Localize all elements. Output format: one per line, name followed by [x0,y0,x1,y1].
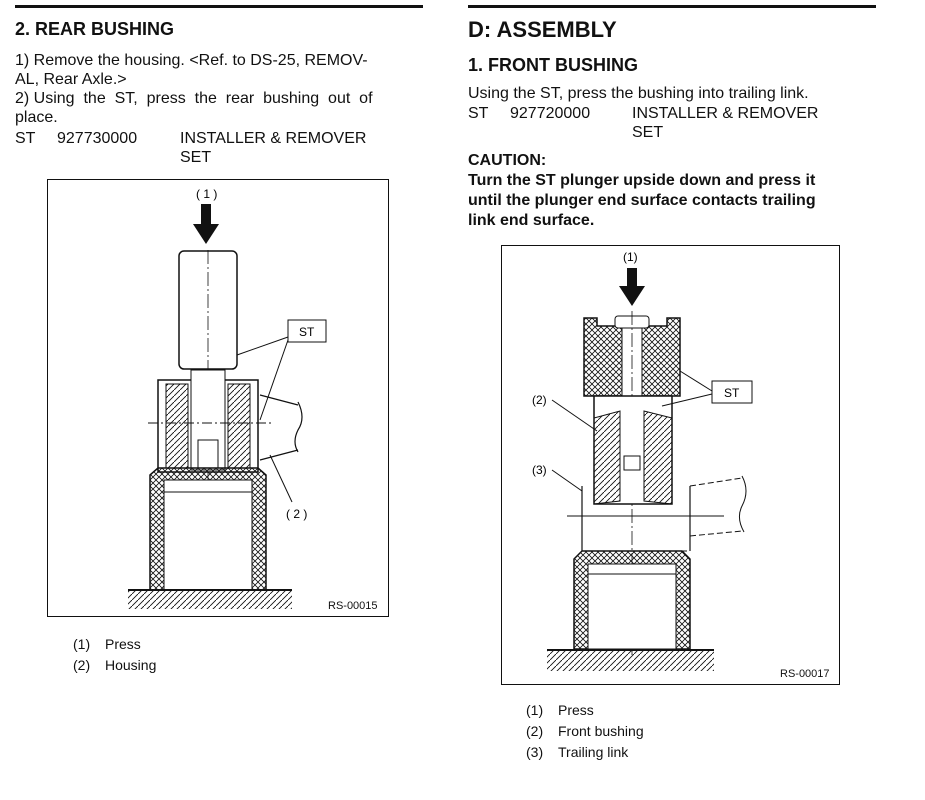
callout-st-box [711,380,753,404]
st-label: ST [468,105,489,122]
figure-front-bushing: (1) ST (2) (3) RS-00017 [501,245,840,685]
st-description: INSTALLER & REMOVER [180,130,367,147]
top-rule-right [468,5,876,8]
st-description: INSTALLER & REMOVER [632,105,819,122]
step1-line1: 1) Remove the housing. <Ref. to DS-25, R… [15,52,368,69]
top-rule-left [15,5,423,8]
callout-st: ST [299,325,315,339]
st-description-line2: SET [632,124,664,141]
legend-item: (1)Press [73,636,141,652]
st-number: 927720000 [510,105,591,122]
step2-line1: 2) Using the ST, press the rear bushing … [15,90,373,107]
caution-title: CAUTION: [468,152,547,169]
figure-rear-bushing: ( 1 ) ST ( 2 ) RS-00015 [47,179,389,617]
callout-housing: ( 2 ) [286,507,307,521]
front-bushing-heading: 1. FRONT BUSHING [468,55,639,75]
front-bushing [593,410,621,505]
legend-right: (1)Press (2)Front bushing (3)Trailing li… [526,700,746,763]
caution-line3: link end surface. [468,212,595,229]
callout-trailing-link: (3) [532,463,547,477]
caution-line1: Turn the ST plunger upside down and pres… [468,172,816,189]
figure-id-right: RS-00017 [780,668,830,680]
st-spec-left: ST 927730000 INSTALLER & REMOVER SET [15,129,415,169]
legend-item: (1)Press [526,702,594,718]
st-number: 927730000 [57,130,138,147]
step1-line2: AL, Rear Axle.> [15,71,127,88]
front-bushing-diagram: (1) ST (2) (3) [532,250,753,671]
step2-line2: place. [15,109,58,126]
callout-front-bushing: (2) [532,393,547,407]
caution-line2: until the plunger end surface contacts t… [468,192,816,209]
legend-item: (3)Trailing link [526,744,629,760]
press-arrow [193,204,219,244]
callout-press: (1) [623,250,638,264]
caution-block: CAUTION: Turn the ST plunger upside down… [468,151,888,231]
legend-left: (1)Press (2)Housing [73,634,273,676]
callout-st: ST [724,386,740,400]
figure-id-left: RS-00015 [328,600,378,612]
front-bushing-intro: Using the ST, press the bushing into tra… [468,85,809,102]
st-label: ST [15,130,36,147]
callout-press: ( 1 ) [196,187,217,201]
trailing-link [581,486,691,551]
assembly-section-title: D: ASSEMBLY [468,17,617,42]
callout-st-box [287,319,327,343]
legend-item: (2)Front bushing [526,723,644,739]
rear-bushing-diagram: ( 1 ) ST ( 2 ) [128,187,327,609]
legend-item: (2)Housing [73,657,157,673]
rear-bushing-heading: 2. REAR BUSHING [15,19,175,39]
st-description-line2: SET [180,149,212,166]
st-spec-right: ST 927720000 INSTALLER & REMOVER SET [468,104,868,144]
press-arrow [619,268,645,306]
